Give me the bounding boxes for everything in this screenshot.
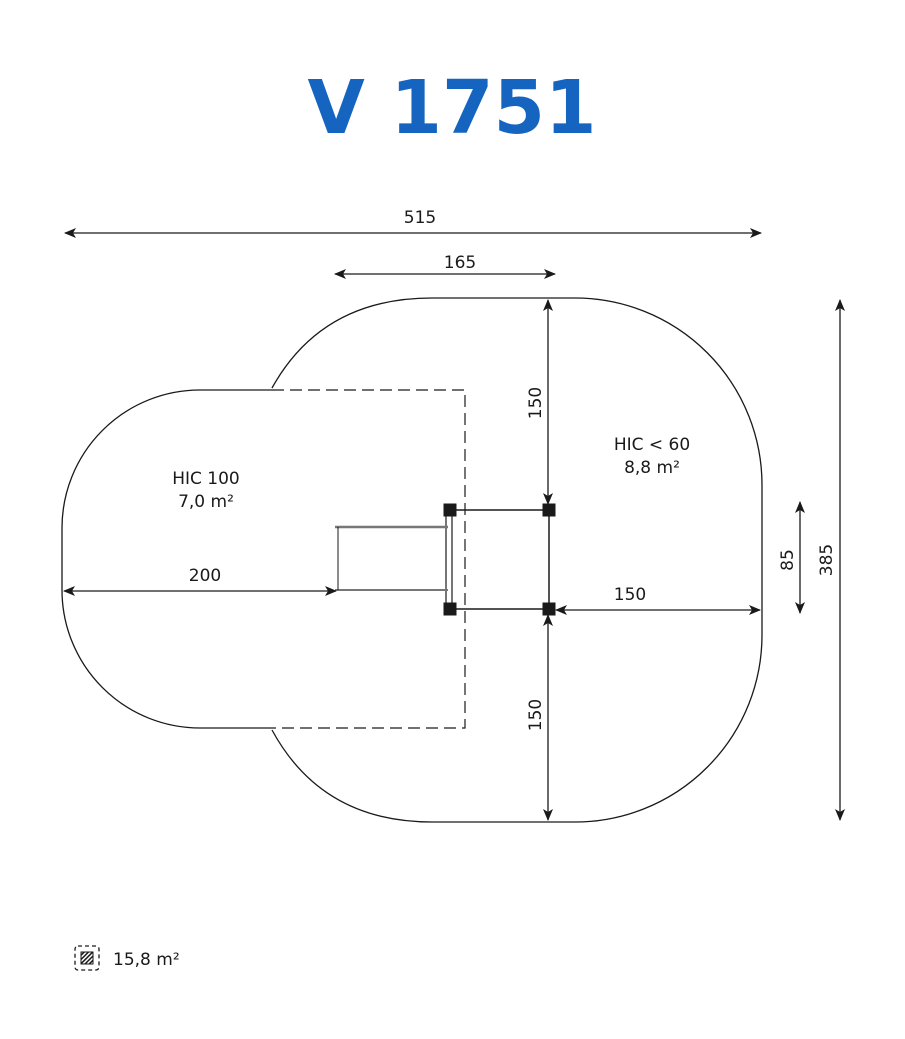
post bbox=[542, 503, 556, 517]
play-structure bbox=[335, 503, 556, 616]
legend-total-area: 15,8 m² bbox=[113, 950, 180, 970]
dim-structure-offset: 165 bbox=[444, 253, 476, 273]
dim-right-depth: 150 bbox=[614, 585, 646, 605]
left-safety-zone bbox=[61, 389, 272, 729]
dim-bottom-depth: 150 bbox=[526, 699, 546, 731]
dim-structure-depth: 85 bbox=[778, 549, 798, 571]
right-safety-zone bbox=[271, 297, 763, 823]
post bbox=[443, 602, 457, 616]
right-zone-area: 8,8 m² bbox=[624, 458, 680, 478]
slide-zone-dashed-boundary bbox=[272, 389, 466, 729]
dim-total-depth: 385 bbox=[817, 544, 837, 576]
left-zone-area: 7,0 m² bbox=[178, 492, 234, 512]
post bbox=[443, 503, 457, 517]
product-title: V 1751 bbox=[308, 65, 597, 151]
right-zone-hic: HIC < 60 bbox=[614, 435, 690, 455]
left-zone-hic: HIC 100 bbox=[172, 469, 240, 489]
post bbox=[542, 602, 556, 616]
hatched-area-icon bbox=[74, 945, 100, 971]
dim-top-depth: 150 bbox=[526, 387, 546, 419]
dim-slide-run: 200 bbox=[189, 566, 221, 586]
dim-total-width: 515 bbox=[404, 208, 436, 228]
